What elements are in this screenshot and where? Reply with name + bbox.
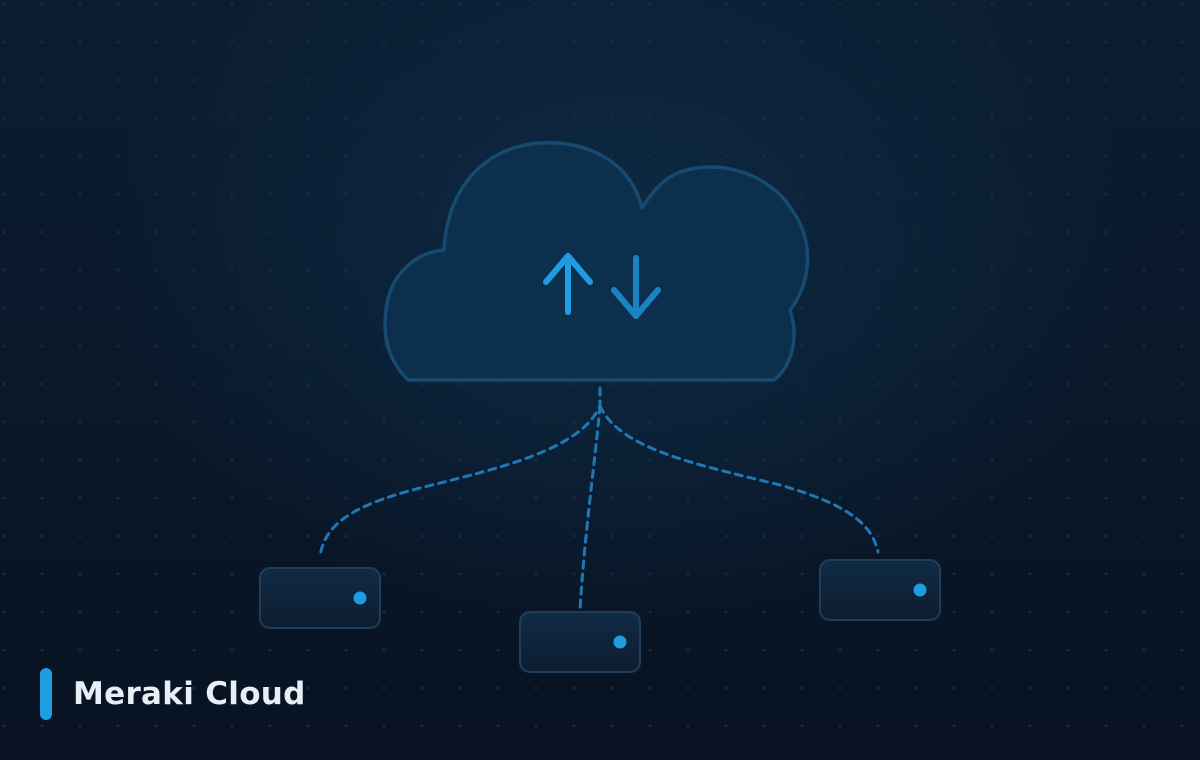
caption-title: Meraki Cloud [73,676,306,712]
link-right [598,404,880,554]
caption-accent-bar [40,668,52,720]
status-led-icon [353,591,367,605]
status-led-icon [913,583,927,597]
network-device-left [259,567,381,629]
link-left [318,386,602,558]
network-device-right [819,559,941,621]
connection-links [318,386,880,612]
network-device-center [519,611,641,673]
caption: Meraki Cloud [40,668,306,720]
arrow-down-icon [611,255,661,319]
arrow-up-icon [543,253,593,315]
status-led-icon [613,635,627,649]
cloud-icon [383,140,810,382]
